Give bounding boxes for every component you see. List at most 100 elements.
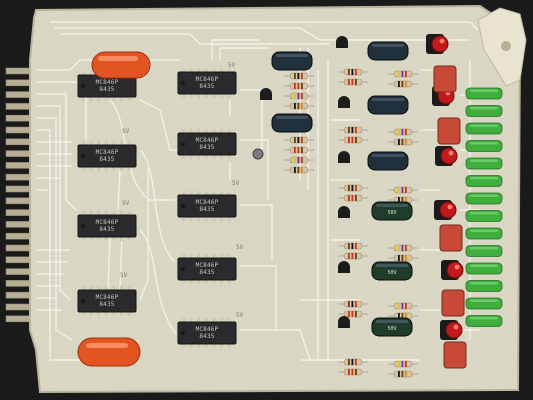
capacitor-highlight: [372, 154, 404, 157]
electrolytic-capacitor: [371, 261, 413, 281]
chip-pin: [227, 279, 231, 284]
trace: [139, 229, 177, 335]
chip-pin: [97, 236, 101, 241]
resistor-band: [398, 245, 400, 251]
orange-capacitor: [77, 337, 141, 367]
resistor-band: [297, 83, 300, 89]
resistor-band: [405, 81, 407, 87]
chip-pin: [227, 343, 231, 348]
chip-pin: [197, 154, 201, 159]
chip-notch: [180, 330, 186, 336]
resistor-band: [405, 303, 407, 309]
green-highlight: [470, 142, 498, 145]
resistor: [338, 310, 368, 318]
chip-notch: [180, 141, 186, 147]
chip-pin: [89, 141, 93, 146]
transistor: [260, 88, 272, 100]
chip-pin: [112, 96, 116, 101]
trace: [54, 27, 470, 41]
chip-pin: [220, 279, 223, 284]
transistor-body: [336, 36, 348, 48]
trace: [36, 105, 71, 301]
edge-connector: [5, 67, 37, 323]
chip-pin: [197, 129, 201, 134]
chip-pin: [227, 129, 231, 134]
chip-pin: [120, 141, 123, 146]
chip-pin: [112, 166, 116, 171]
chip-pin: [82, 71, 85, 76]
resistor-band: [405, 245, 407, 251]
resistor-band: [297, 103, 300, 109]
resistor-band: [301, 83, 303, 89]
chip-pin: [227, 93, 231, 98]
trace: [240, 329, 311, 361]
resistor-band: [405, 361, 407, 367]
trace: [50, 21, 479, 31]
green-highlight: [470, 229, 498, 232]
resistor-band: [351, 185, 354, 191]
chip-notch: [80, 153, 86, 159]
led-highlight: [454, 264, 460, 270]
trace: [36, 93, 77, 211]
ic-chip: [177, 129, 237, 159]
resistor-band: [294, 137, 296, 143]
resistor-band: [294, 167, 296, 173]
trace: [219, 47, 270, 60]
resistor-band: [401, 361, 404, 367]
chip-body: [177, 321, 237, 345]
transistor-body: [338, 96, 350, 108]
trace: [211, 39, 260, 60]
chip-pin: [204, 279, 208, 284]
electrolytic-capacitor: [271, 51, 313, 71]
chip-pin: [89, 211, 93, 216]
chip-pin: [127, 211, 131, 216]
resistor-band: [355, 127, 357, 133]
resistor-band: [351, 69, 354, 75]
resistor: [284, 136, 314, 144]
trace: [240, 204, 273, 260]
led-dome: [440, 147, 458, 165]
orange-highlight: [98, 56, 138, 61]
resistor-band: [294, 157, 296, 163]
resistor-band: [355, 69, 357, 75]
resistor-band: [401, 313, 404, 319]
chip-pin: [82, 236, 85, 241]
green-highlight: [470, 89, 498, 92]
chip-pin: [112, 311, 116, 316]
resistor: [388, 186, 418, 194]
orange-capacitor: [91, 51, 151, 79]
resistor-band: [348, 127, 350, 133]
resistor-band: [294, 93, 296, 99]
led-highlight: [439, 38, 445, 44]
resistor-band: [398, 313, 400, 319]
resistor-band: [355, 243, 357, 249]
resistor: [338, 194, 368, 202]
transistor: [338, 316, 350, 328]
chip-pin: [82, 141, 85, 146]
led-highlight: [453, 324, 459, 330]
resistor: [284, 156, 314, 164]
resistor-band: [398, 255, 400, 261]
trace: [139, 149, 176, 263]
resistor: [284, 92, 314, 100]
chip-pin: [212, 254, 216, 259]
transistor-body: [338, 316, 350, 328]
electrolytic-capacitor: [371, 201, 413, 221]
resistor-band: [355, 253, 357, 259]
chip-pin: [204, 68, 208, 73]
resistor: [284, 72, 314, 80]
transistor: [338, 261, 350, 273]
resistor-band: [301, 147, 303, 153]
resistor-band: [405, 313, 407, 319]
chip-pin: [197, 254, 201, 259]
led: [440, 320, 463, 340]
trace: [117, 169, 121, 211]
chip-notch: [180, 203, 186, 209]
transistor: [338, 151, 350, 163]
green-highlight: [470, 159, 498, 162]
resistor-band: [401, 255, 404, 261]
resistor-band: [348, 243, 350, 249]
resistor-band: [351, 79, 354, 85]
trace: [36, 117, 73, 341]
chip-pin: [89, 71, 93, 76]
